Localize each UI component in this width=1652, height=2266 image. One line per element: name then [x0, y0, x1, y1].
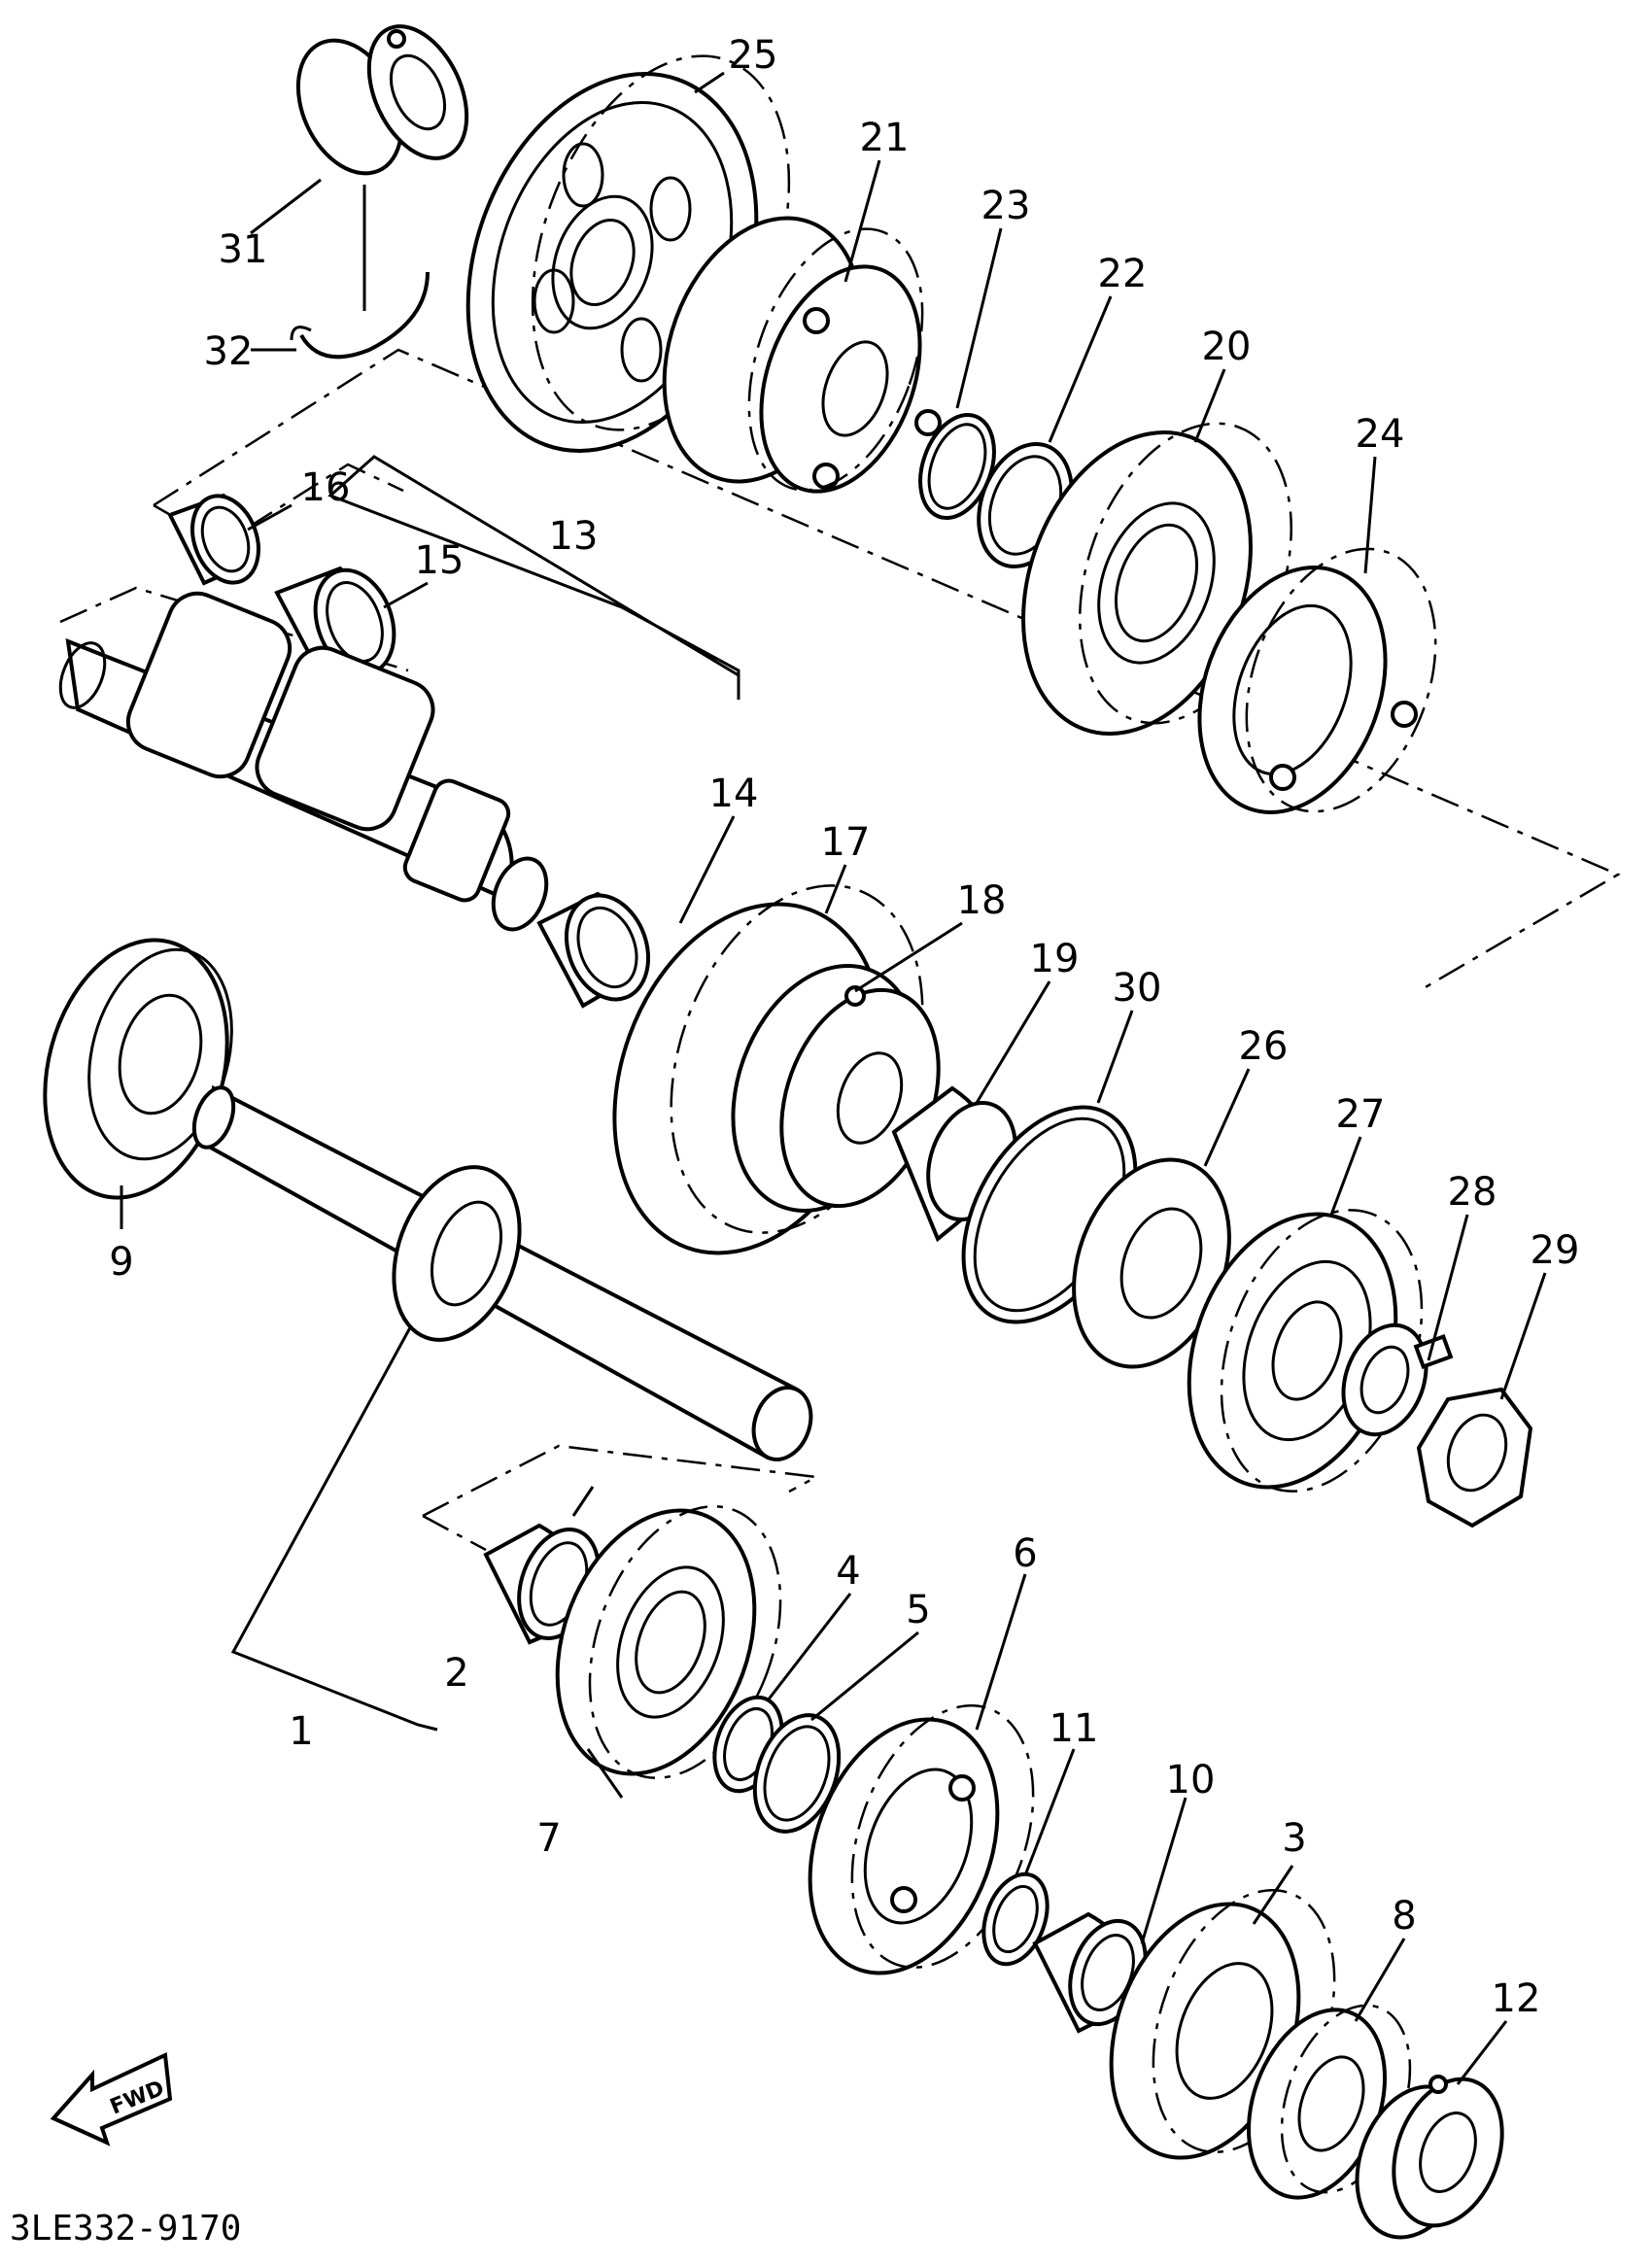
- drive-axle: [191, 1084, 813, 1461]
- callout-16: 16: [301, 465, 351, 510]
- callout-25: 25: [729, 33, 778, 78]
- callout-11: 11: [1050, 1706, 1099, 1751]
- callout-labels: 1 2 3 4 5 6 7 8 9 10 11 12 13 14 15 16 1…: [109, 33, 1579, 2021]
- callout-24: 24: [1356, 412, 1405, 457]
- callout-22: 22: [1098, 252, 1148, 296]
- main-axle-13: [58, 591, 549, 932]
- callout-2: 2: [444, 1651, 468, 1696]
- callout-23: 23: [981, 184, 1031, 228]
- callout-6: 6: [1013, 1531, 1037, 1576]
- callout-3: 3: [1282, 1816, 1306, 1861]
- bearing-12: [1355, 2075, 1504, 2240]
- assembly-outline-collar: [422, 1514, 487, 1552]
- bushing-14: [536, 891, 651, 1009]
- callout-17: 17: [821, 820, 871, 865]
- callout-5: 5: [906, 1588, 930, 1632]
- callout-21: 21: [860, 116, 910, 160]
- callout-30: 30: [1113, 966, 1162, 1011]
- callout-18: 18: [957, 878, 1007, 923]
- lock-washer-28: [1341, 1322, 1454, 1437]
- gear-7: [555, 1505, 782, 1779]
- assembly-outline-drive-axle: [422, 1444, 821, 1518]
- bushing-10: [1032, 1911, 1148, 2034]
- leader-lines: [120, 71, 1547, 2085]
- gear-6: [808, 1704, 1035, 1975]
- callout-7: 7: [536, 1816, 561, 1861]
- callout-15: 15: [415, 538, 465, 583]
- bearing-31: [295, 24, 469, 176]
- gear-18: [731, 964, 941, 1213]
- circlip-23: [918, 412, 996, 521]
- callout-4: 4: [836, 1549, 860, 1594]
- callout-8: 8: [1392, 1894, 1416, 1939]
- callout-1: 1: [289, 1709, 313, 1754]
- callout-27: 27: [1336, 1092, 1386, 1137]
- nut-29: [1416, 1387, 1533, 1528]
- circlip-32: [290, 271, 430, 360]
- diagram-code: 3LE332-9170: [10, 2209, 241, 2249]
- callout-29: 29: [1531, 1228, 1580, 1273]
- callout-20: 20: [1202, 325, 1252, 369]
- callout-19: 19: [1030, 937, 1080, 981]
- fwd-arrow-icon: FWD: [50, 2052, 173, 2146]
- callout-10: 10: [1166, 1758, 1216, 1802]
- callout-32: 32: [204, 329, 254, 374]
- callout-13: 13: [549, 514, 599, 559]
- callout-26: 26: [1239, 1024, 1289, 1069]
- washer-11: [981, 1871, 1050, 1967]
- callout-28: 28: [1448, 1170, 1497, 1215]
- bearing-9: [43, 938, 233, 1200]
- callout-12: 12: [1492, 1976, 1541, 2021]
- gear-24: [1197, 547, 1437, 814]
- callout-14: 14: [709, 772, 759, 816]
- callout-31: 31: [219, 227, 268, 272]
- bracket-13-14: [327, 455, 740, 700]
- bushing-15: [274, 566, 396, 678]
- callout-9: 9: [109, 1240, 133, 1285]
- assembly-outline-main-axle: [153, 348, 1621, 993]
- gear-21: [662, 216, 942, 494]
- bracket-1-2: [230, 1277, 439, 1732]
- bushing-16: [167, 493, 260, 586]
